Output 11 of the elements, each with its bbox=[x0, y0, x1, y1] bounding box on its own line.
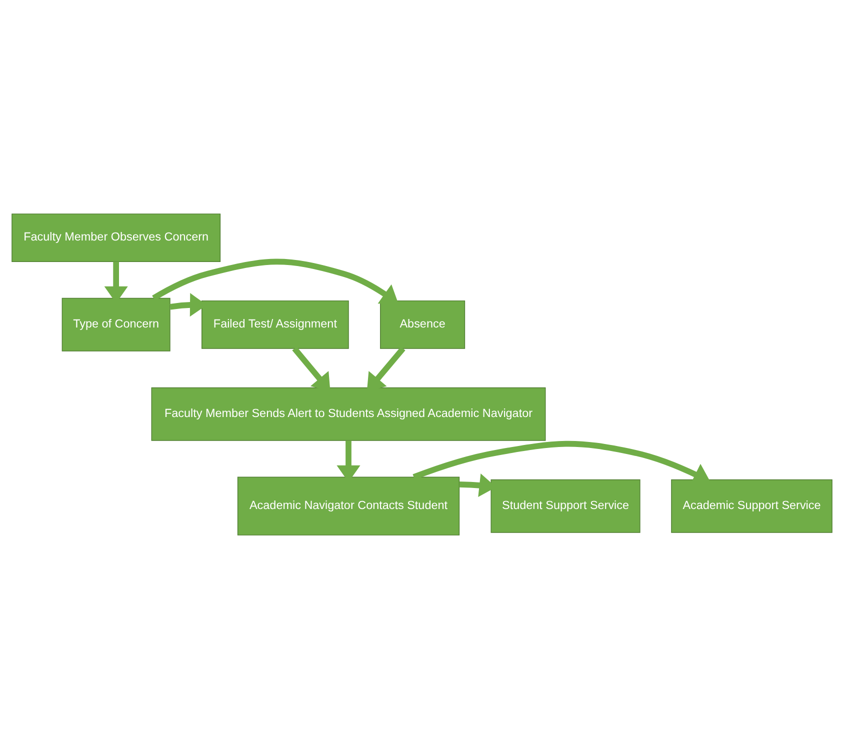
arrow bbox=[152, 258, 398, 304]
node-box: Student Support Service bbox=[490, 478, 640, 532]
node-box: Failed Test/ Assignment bbox=[202, 300, 349, 348]
node-box: Academic Support Service bbox=[671, 478, 832, 532]
node-box: Faculty Member Observes Concern bbox=[12, 213, 221, 262]
node-box: Academic Navigator Contacts Student bbox=[237, 476, 460, 535]
arrow bbox=[292, 346, 330, 392]
node-box: Absence bbox=[380, 300, 466, 348]
node-box: Faculty Member Sends Alert to Students Assigned Academic Navigator bbox=[151, 386, 546, 440]
arrow bbox=[366, 346, 406, 392]
node-box: Type of Concern bbox=[62, 297, 170, 351]
